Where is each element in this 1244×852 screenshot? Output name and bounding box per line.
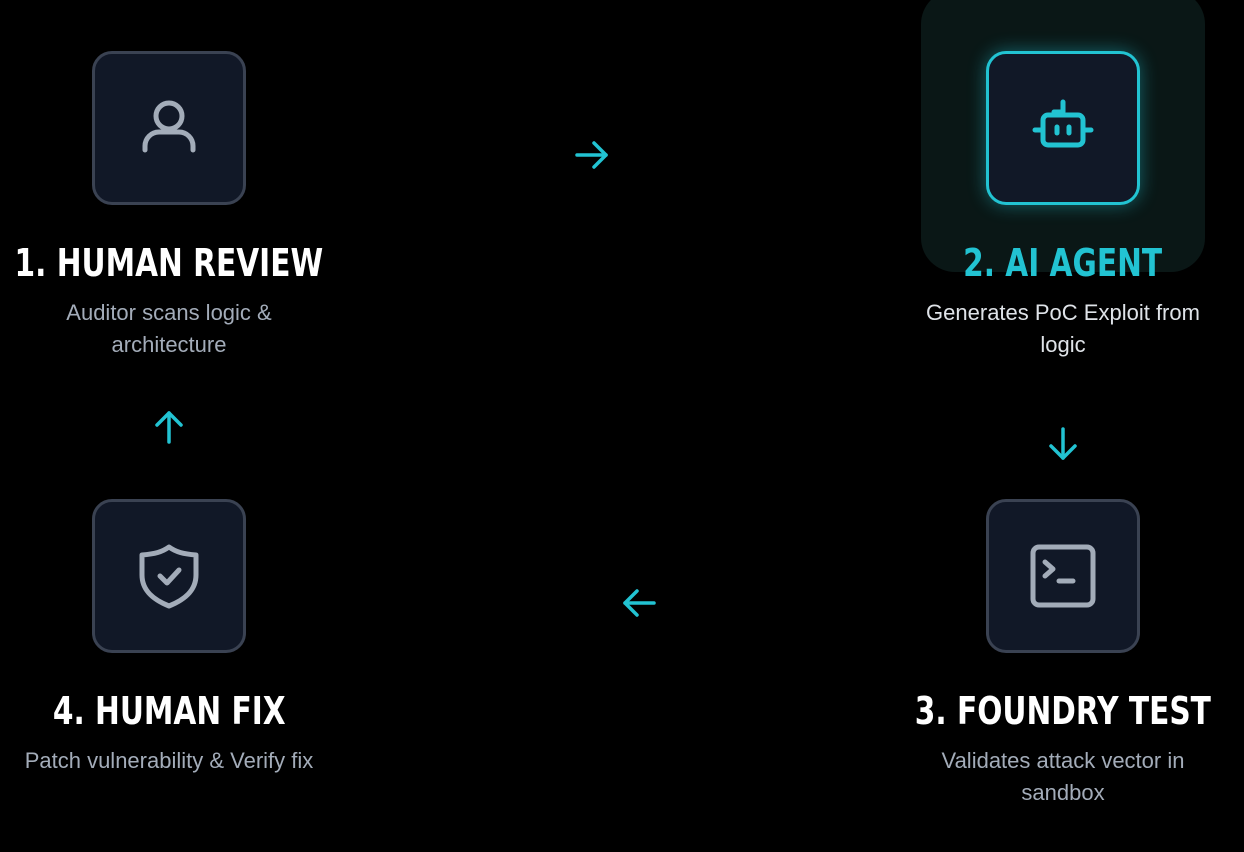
step-title: 4. HUMAN FIX [52, 689, 286, 733]
shield-check-icon [139, 544, 199, 609]
terminal-icon [1030, 544, 1096, 608]
arrow-right-icon [572, 135, 612, 175]
step-icon-box [986, 499, 1140, 653]
step-title: 1. HUMAN REVIEW [14, 241, 324, 285]
arrow-left-icon [619, 583, 659, 623]
step-title: 3. FOUNDRY TEST [914, 689, 1212, 733]
bot-icon [1032, 99, 1094, 148]
user-icon [142, 100, 196, 153]
step-human-fix: 4. HUMAN FIX Patch vulnerability & Verif… [19, 499, 319, 777]
arrow-up-icon [149, 407, 189, 447]
step-description: Generates PoC Exploit from logic [926, 300, 1200, 357]
step-description: Patch vulnerability & Verify fix [24, 748, 314, 773]
arrow-down-icon [1043, 424, 1083, 464]
step-title: 2. AI AGENT [963, 241, 1163, 285]
step-ai-agent: 2. AI AGENT Generates PoC Exploit from l… [913, 51, 1213, 361]
step-description: Auditor scans logic & architecture [66, 300, 272, 357]
step-icon-box [986, 51, 1140, 205]
step-foundry-test: 3. FOUNDRY TEST Validates attack vector … [913, 499, 1213, 809]
step-icon-box [92, 499, 246, 653]
step-description: Validates attack vector in sandbox [941, 748, 1185, 805]
step-icon-box [92, 51, 246, 205]
step-human-review: 1. HUMAN REVIEW Auditor scans logic & ar… [15, 51, 323, 361]
